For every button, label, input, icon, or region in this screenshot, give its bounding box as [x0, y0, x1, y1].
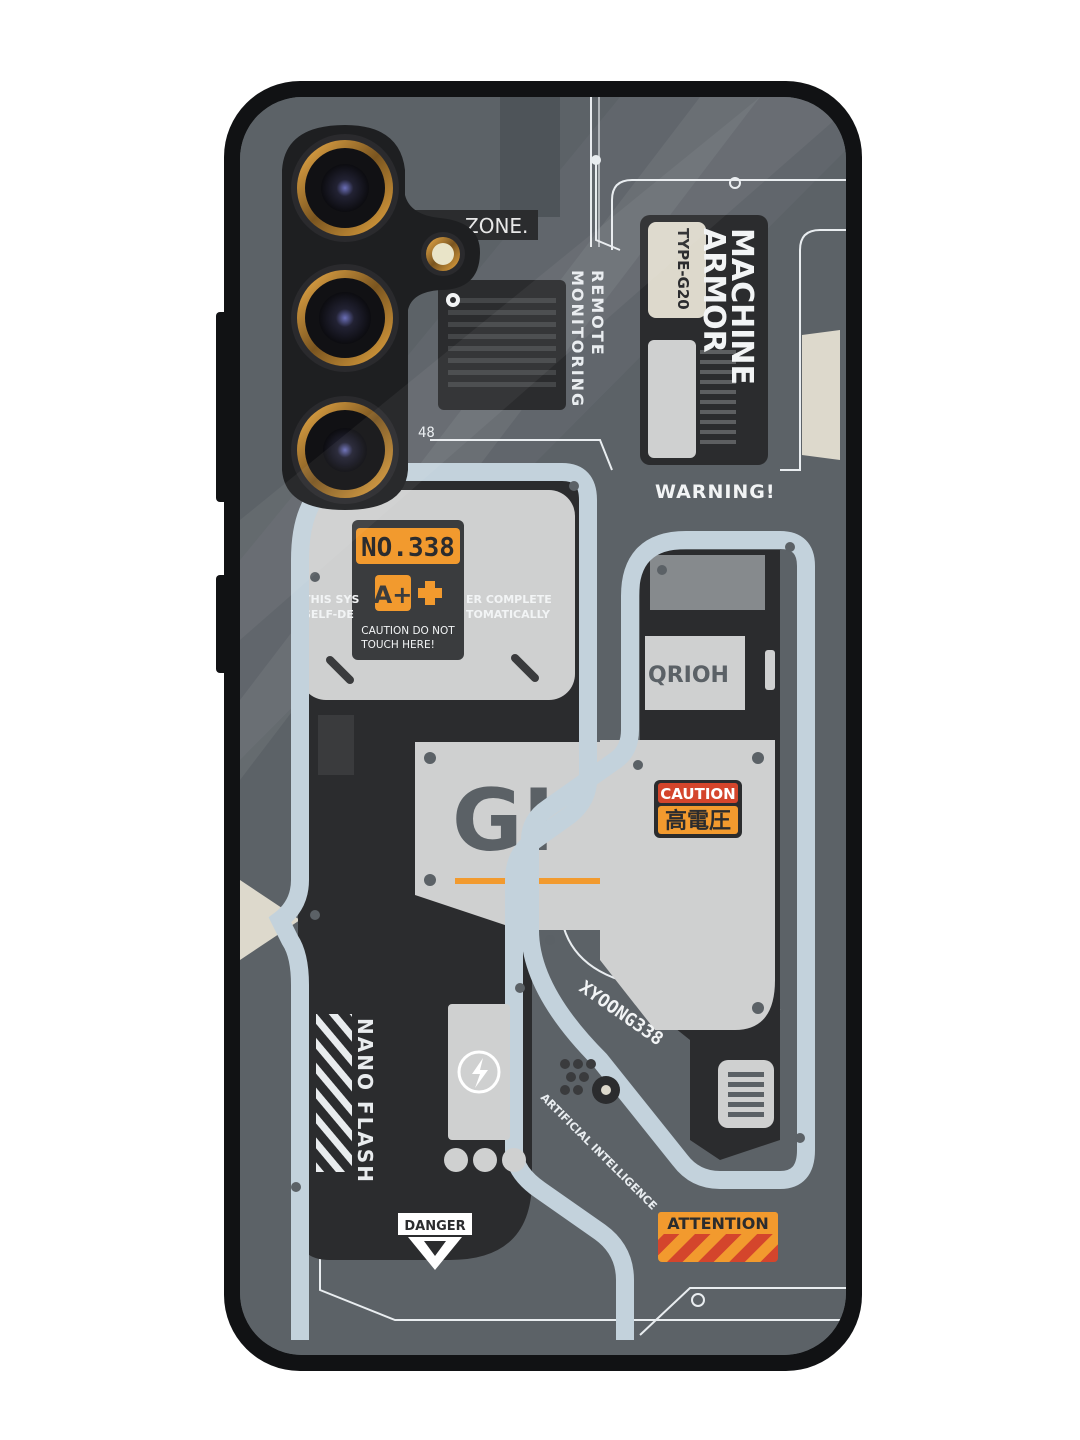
monitoring-label: MONITORING: [568, 270, 587, 408]
plus-mark: A+: [374, 581, 413, 609]
armor-label: ARMOR: [696, 228, 731, 353]
notice-line1b: ER COMPLETE: [466, 593, 552, 606]
camera-module: [282, 125, 480, 510]
danger-triangle-icon: [398, 1213, 472, 1270]
attention-label: ATTENTION: [667, 1214, 769, 1233]
zone-label: ZONE.: [465, 214, 528, 238]
camera-lens-icon: [323, 428, 367, 472]
rotated-tag: QRIOH: [648, 663, 729, 688]
notice-line2: SELF-DE: [303, 608, 354, 621]
caution-kanji: 高電圧: [665, 808, 731, 834]
camera-flash-icon: [432, 243, 454, 265]
qrioh-panel: [645, 636, 745, 710]
caution-badge-label: CAUTION: [660, 785, 735, 803]
caution-text-line2: TOUCH HERE!: [360, 639, 435, 651]
notice-line2b: TOMATICALLY: [466, 608, 551, 621]
hazard-stripes-white: [316, 1014, 352, 1172]
number-badge: NO.338: [361, 533, 455, 563]
machine-label: MACHINE: [724, 228, 759, 385]
camera-lens-icon: [321, 164, 369, 212]
type-label: TYPE-G20: [674, 228, 692, 310]
camera-lens-icon: [319, 292, 371, 344]
small-code: 48: [418, 425, 435, 441]
nano-flash-label: NANO FLASH: [353, 1018, 377, 1184]
right-outline-path: [521, 531, 815, 1189]
caution-text-line1: CAUTION DO NOT: [361, 625, 455, 637]
beige-wedge-right: [802, 330, 840, 460]
danger-label: DANGER: [404, 1219, 465, 1234]
warning-label: WARNING!: [655, 481, 776, 503]
lightning-bolt-icon: [472, 1058, 488, 1088]
notice-line1: THIS SYS: [303, 593, 359, 606]
remote-label: REMOTE: [588, 270, 607, 357]
